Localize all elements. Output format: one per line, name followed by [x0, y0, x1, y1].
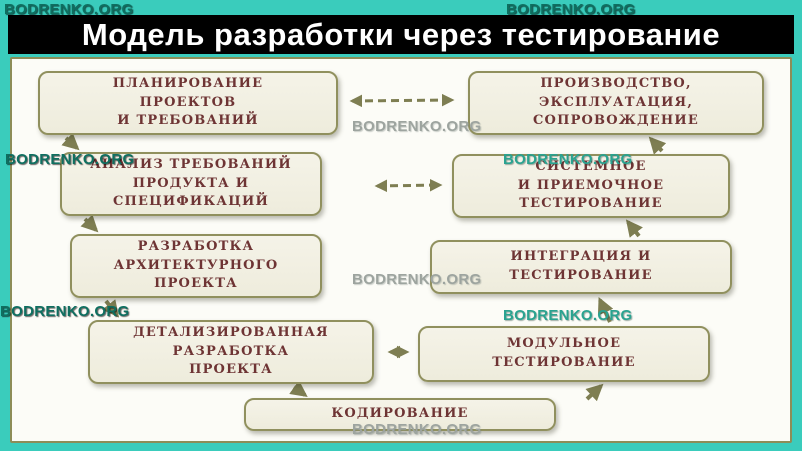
watermark: BODRENKO.ORG: [352, 271, 482, 288]
node-system-testing-label: СИСТЕМНОЕ И ПРИЕМОЧНОЕ ТЕСТИРОВАНИЕ: [517, 158, 665, 212]
dashed-arrow-analysis-system: [374, 178, 443, 193]
arrow-coding-to-module: [585, 383, 604, 402]
watermark: BODRENKO.ORG: [0, 303, 130, 320]
node-planning: ПЛАНИРОВАНИЕ ПРОЕКТОВ И ТРЕБОВАНИЙ: [38, 71, 338, 135]
arrow-detailed-to-coding: [289, 380, 308, 397]
watermark: BODRENKO.ORG: [352, 421, 482, 438]
watermark: BODRENKO.ORG: [503, 151, 633, 168]
node-integration-testing: ИНТЕГРАЦИЯ И ТЕСТИРОВАНИЕ: [430, 240, 732, 294]
node-coding: КОДИРОВАНИЕ: [244, 398, 556, 431]
watermark: BODRENKO.ORG: [4, 1, 134, 18]
title-bar: Модель разработки через тестирование: [8, 15, 794, 54]
node-detailed-design: ДЕТАЛИЗИРОВАННАЯ РАЗРАБОТКА ПРОЕКТА: [88, 320, 374, 384]
node-module-testing-label: МОДУЛЬНОЕ ТЕСТИРОВАНИЕ: [492, 336, 636, 370]
node-detailed-design-label: ДЕТАЛИЗИРОВАННАЯ РАЗРАБОТКА ПРОЕКТА: [133, 324, 329, 378]
arrow-system-to-production: [648, 136, 667, 155]
node-system-testing: СИСТЕМНОЕ И ПРИЕМОЧНОЕ ТЕСТИРОВАНИЕ: [452, 154, 730, 218]
dashed-arrow-planning-production: [349, 93, 455, 108]
watermark: BODRENKO.ORG: [352, 118, 482, 135]
watermark: BODRENKO.ORG: [506, 1, 636, 18]
node-module-testing: МОДУЛЬНОЕ ТЕСТИРОВАНИЕ: [418, 326, 710, 382]
arrow-integration-to-system: [625, 219, 643, 238]
node-architecture-design-label: РАЗРАБОТКА АРХИТЕКТУРНОГО ПРОЕКТА: [113, 238, 279, 292]
node-integration-testing-label: ИНТЕГРАЦИЯ И ТЕСТИРОВАНИЕ: [509, 249, 653, 283]
arrow-module-to-integration: [597, 296, 614, 323]
arrow-planning-to-analysis: [61, 132, 80, 151]
node-planning-label: ПЛАНИРОВАНИЕ ПРОЕКТОВ И ТРЕБОВАНИЙ: [112, 75, 264, 129]
node-analysis: АНАЛИЗ ТРЕБОВАНИЙ ПРОДУКТА И СПЕЦИФИКАЦИ…: [60, 152, 322, 216]
node-architecture-design: РАЗРАБОТКА АРХИТЕКТУРНОГО ПРОЕКТА: [70, 234, 322, 298]
arrow-analysis-to-architecture: [80, 214, 99, 233]
watermark: BODRENKO.ORG: [5, 151, 135, 168]
watermark: BODRENKO.ORG: [503, 307, 633, 324]
page-title: Модель разработки через тестирование: [81, 16, 721, 52]
node-production-label: ПРОИЗВОДСТВО, ЭКСПЛУАТАЦИЯ, СОПРОВОЖДЕНИ…: [533, 75, 699, 129]
node-analysis-label: АНАЛИЗ ТРЕБОВАНИЙ ПРОДУКТА И СПЕЦИФИКАЦИ…: [90, 156, 292, 210]
node-coding-label: КОДИРОВАНИЕ: [331, 406, 469, 422]
node-production: ПРОИЗВОДСТВО, ЭКСПЛУАТАЦИЯ, СОПРОВОЖДЕНИ…: [468, 71, 764, 135]
arrow-architecture-to-detailed: [102, 299, 120, 318]
